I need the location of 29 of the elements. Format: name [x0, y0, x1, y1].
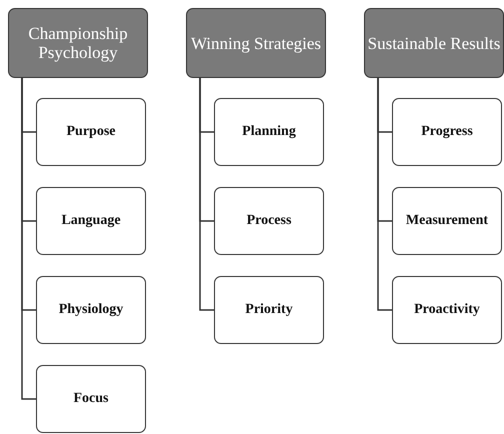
item-box: [214, 276, 324, 344]
item-box: [36, 365, 146, 433]
item-text: Progress: [421, 124, 473, 140]
header-text: Sustainable Results: [368, 34, 500, 52]
item-text: Measurement: [406, 213, 488, 229]
item-box: [392, 276, 502, 344]
item-box: [392, 98, 502, 166]
item-text: Focus: [74, 391, 108, 407]
header-text: Winning Strategies: [190, 34, 322, 52]
item-text: Process: [246, 213, 292, 229]
header-box: [364, 8, 504, 78]
item-text: Purpose: [66, 124, 116, 140]
header-box: [186, 8, 326, 78]
item-box: [36, 98, 146, 166]
connector-line: [21, 78, 36, 400]
item-box: [214, 98, 324, 166]
item-box: [36, 276, 146, 344]
item-text: Language: [61, 213, 121, 229]
item-box: [36, 187, 146, 255]
item-text: Planning: [242, 124, 296, 140]
header-box: [8, 8, 148, 78]
item-text: Priority: [245, 302, 293, 318]
item-box: [214, 187, 324, 255]
item-text: Proactivity: [414, 302, 480, 318]
item-text: Physiology: [58, 302, 124, 318]
connector-line: [377, 78, 392, 311]
header-text: Championship Psychology: [27, 24, 129, 62]
item-box: [392, 187, 502, 255]
connector-line: [199, 78, 214, 311]
